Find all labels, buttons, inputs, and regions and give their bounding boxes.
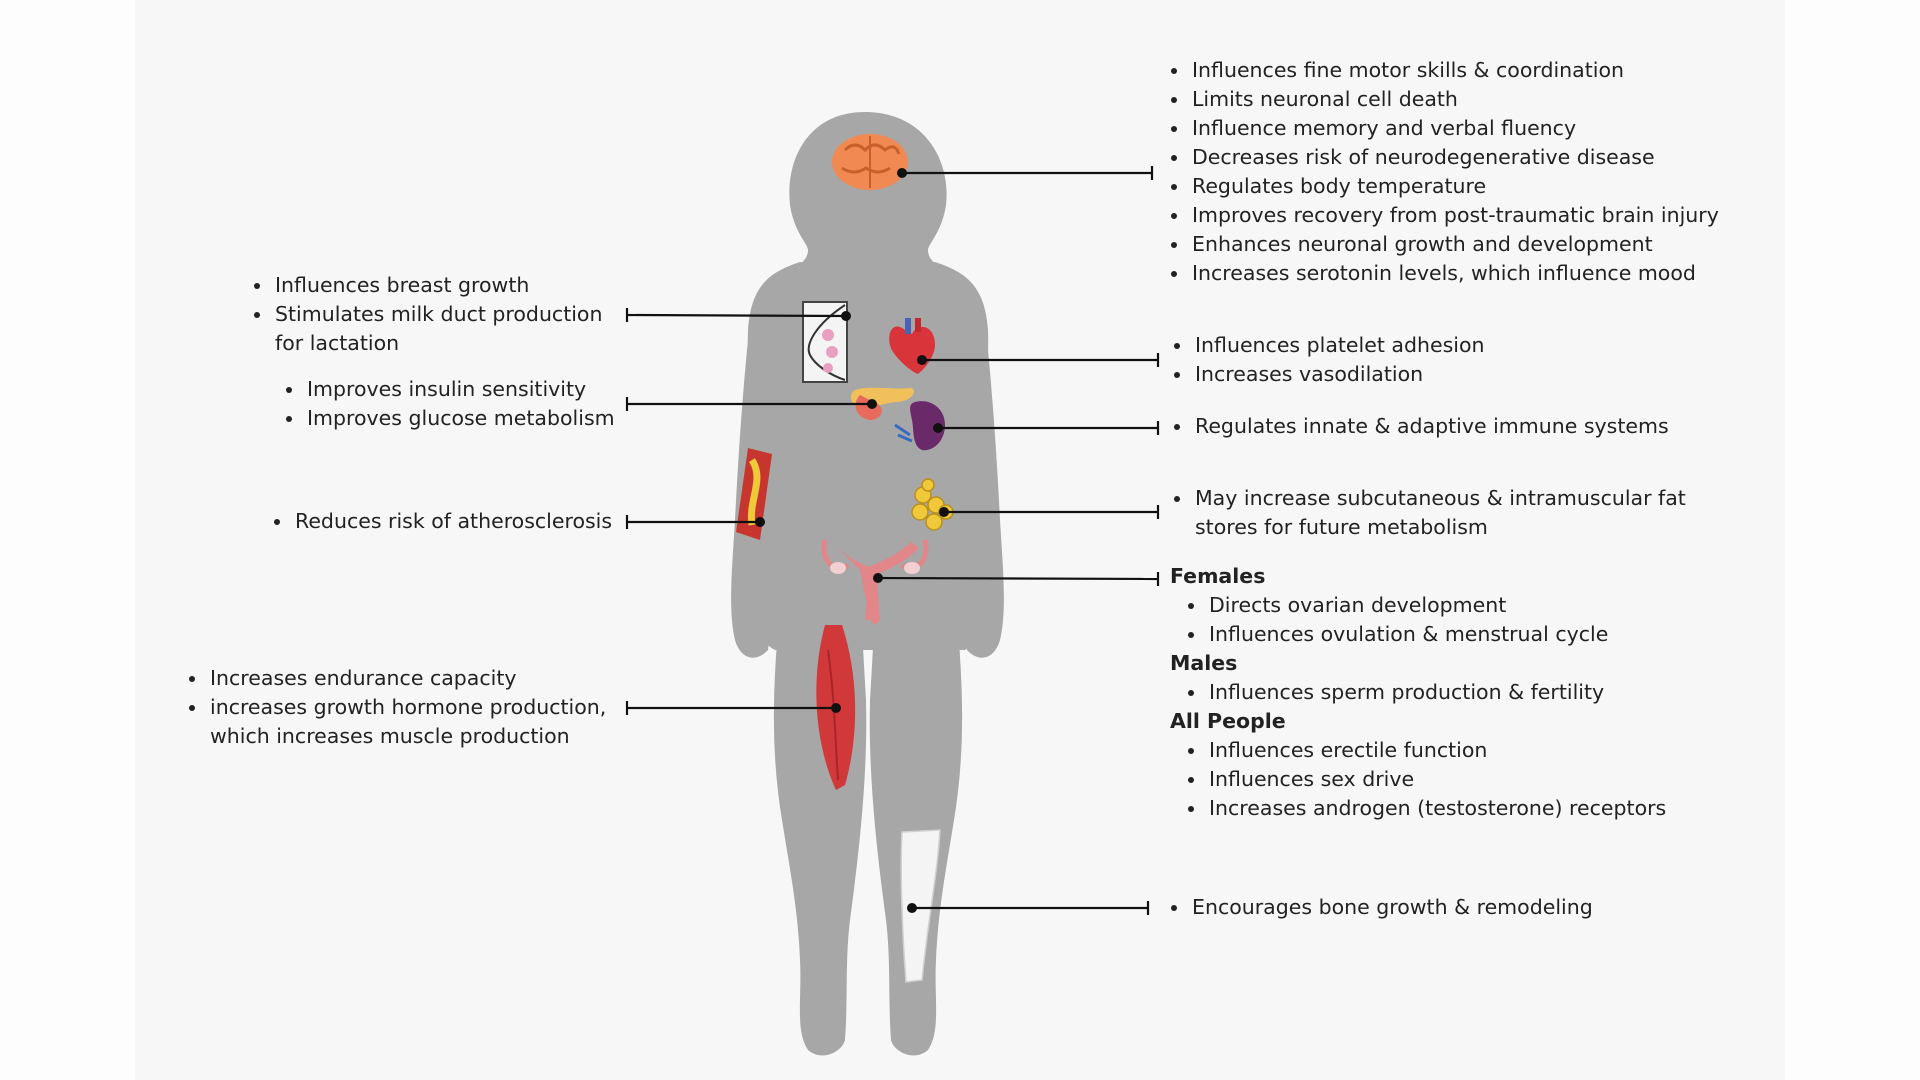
callout-bullet: Reduces risk of atherosclerosis [293,507,618,536]
brain-icon [832,134,908,190]
callout-bullet: Stimulates milk duct production for lact… [273,300,618,358]
breast-callout: Influences breast growthStimulates milk … [248,271,618,358]
callout-bullet: Increases serotonin levels, which influe… [1190,259,1765,288]
all-people-heading: All People [1170,709,1286,733]
callout-bullet: Improves insulin sensitivity [305,375,620,404]
spleen-callout: Regulates innate & adaptive immune syste… [1168,412,1728,441]
callout-bullet: Improves glucose metabolism [305,404,620,433]
leader-line-breast [626,313,847,318]
uterus-icon [821,539,929,625]
heart-callout: Influences platelet adhesionIncreases va… [1168,331,1668,389]
callout-bullet: Limits neuronal cell death [1190,85,1765,114]
leader-line-reproductive [877,576,1159,581]
callout-bullet: Directs ovarian development [1207,591,1730,620]
callout-bullet: Improves recovery from post-traumatic br… [1190,201,1765,230]
anchor-dots [755,168,949,913]
callout-bullet: Increases endurance capacity [208,664,618,693]
callout-bullet: Enhances neuronal growth and development [1190,230,1765,259]
callout-bullet: Influences sex drive [1207,765,1730,794]
breast-icon [802,301,848,383]
callout-bullet: Influences erectile function [1207,736,1730,765]
muscle-callout: Increases endurance capacityincreases gr… [183,664,618,751]
artery-callout: Reduces risk of atherosclerosis [268,507,618,536]
callout-bullet: Encourages bone growth & remodeling [1190,893,1685,922]
callout-bullet: Decreases risk of neurodegenerative dise… [1190,143,1765,172]
pancreas-callout: Improves insulin sensitivityImproves glu… [280,375,620,433]
callout-bullet: Increases vasodilation [1193,360,1668,389]
males-heading: Males [1170,651,1238,675]
callout-bullet: Regulates innate & adaptive immune syste… [1193,412,1728,441]
spleen-icon [894,401,945,451]
callout-bullet: Influences platelet adhesion [1193,331,1668,360]
callout-bullet: Influences sperm production & fertility [1207,678,1730,707]
fat-callout: May increase subcutaneous & intramuscula… [1168,484,1688,542]
bone-icon [900,829,941,983]
callout-bullet: increases growth hormone production, whi… [208,693,618,751]
fat-cells-icon [911,478,954,531]
females-heading: Females [1170,564,1266,588]
callout-bullet: Influences ovulation & menstrual cycle [1207,620,1730,649]
artery-icon [736,448,772,540]
brain-callout: Influences fine motor skills & coordinat… [1165,56,1765,288]
callout-bullet: Influence memory and verbal fluency [1190,114,1765,143]
callout-bullet: May increase subcutaneous & intramuscula… [1193,484,1688,542]
leader-lines [625,166,1160,915]
callout-bullet: Regulates body temperature [1190,172,1765,201]
bone-callout: Encourages bone growth & remodeling [1165,893,1685,922]
reproductive-callout: Females Directs ovarian developmentInflu… [1170,562,1730,823]
callout-bullet: Influences breast growth [273,271,618,300]
callout-bullet: Influences fine motor skills & coordinat… [1190,56,1765,85]
callout-bullet: Increases androgen (testosterone) recept… [1207,794,1730,823]
